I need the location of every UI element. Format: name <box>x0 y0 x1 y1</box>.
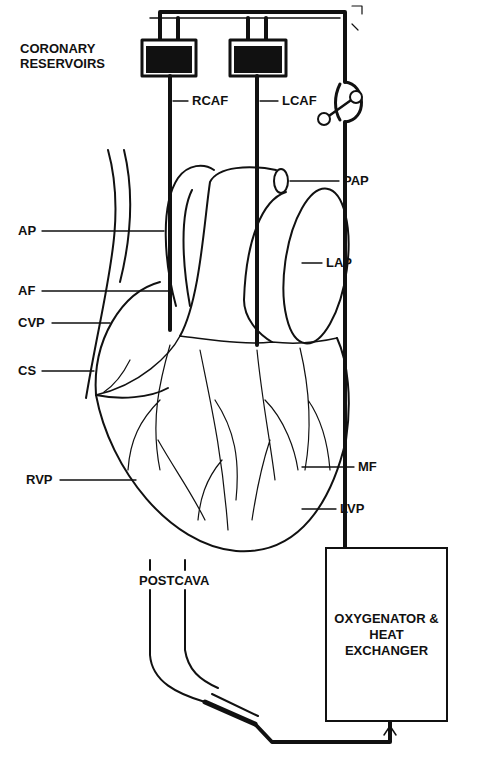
part-label: CORONARY RESERVOIRS <box>20 41 130 71</box>
oxygenator-box: OXYGENATOR & HEAT EXCHANGER <box>325 547 448 722</box>
leader-line <box>42 101 354 509</box>
line-label: LCAF <box>282 93 317 108</box>
coronary-vessels <box>104 345 330 530</box>
line-label: RCAF <box>192 93 228 108</box>
flow-label: AF <box>18 283 35 298</box>
coronary-reservoir <box>142 40 286 76</box>
heart-drawing <box>86 150 358 551</box>
pressure-label: AP <box>18 223 36 238</box>
flow-mark <box>352 6 362 14</box>
pressure-label: LAP <box>326 255 352 270</box>
part-label: POSTCAVA <box>136 573 212 588</box>
tube-wall <box>150 17 340 19</box>
stopcock-valve <box>318 82 362 125</box>
pressure-label: PAP <box>343 173 369 188</box>
pressure-label: LVP <box>340 501 364 516</box>
pressure-label: RVP <box>26 472 53 487</box>
box-text: OXYGENATOR & HEAT EXCHANGER <box>327 611 446 659</box>
pressure-label: CVP <box>18 315 45 330</box>
flow-label: MF <box>358 459 377 474</box>
part-label: CS <box>18 363 36 378</box>
flow-mark <box>352 24 358 30</box>
